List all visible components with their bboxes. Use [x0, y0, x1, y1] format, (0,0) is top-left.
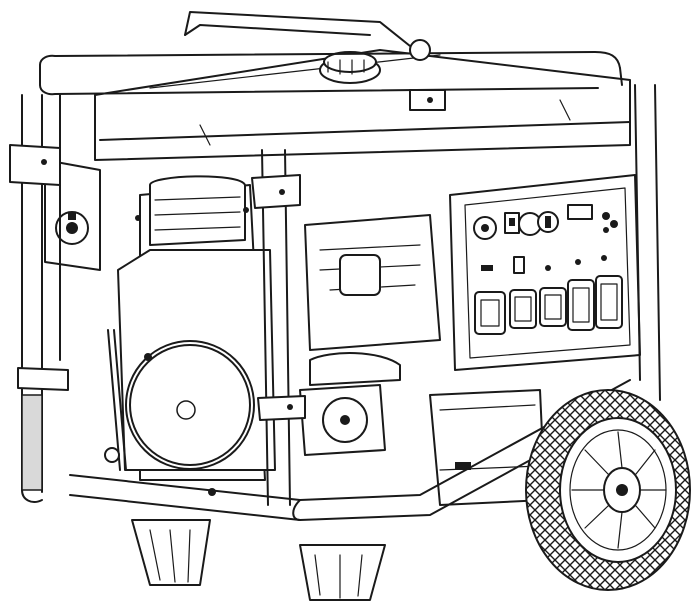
fan-grill [125, 340, 255, 470]
control-panel [449, 174, 641, 371]
fuel-tank [94, 49, 631, 161]
outlet-row [474, 275, 623, 335]
side-panel [44, 159, 101, 271]
ignition-key-icon [518, 211, 559, 236]
alternator [299, 214, 441, 456]
toggle-switches-icon [602, 212, 618, 233]
breaker-switch-icon [504, 212, 520, 234]
frame [9, 11, 661, 521]
engine-block [117, 175, 276, 481]
hour-meter-icon [473, 216, 497, 240]
display-screen-icon [567, 204, 593, 220]
engine-details [104, 207, 249, 496]
rubber-feet [131, 519, 386, 601]
indicator-lights-icon [481, 255, 607, 274]
wheel [525, 389, 691, 591]
